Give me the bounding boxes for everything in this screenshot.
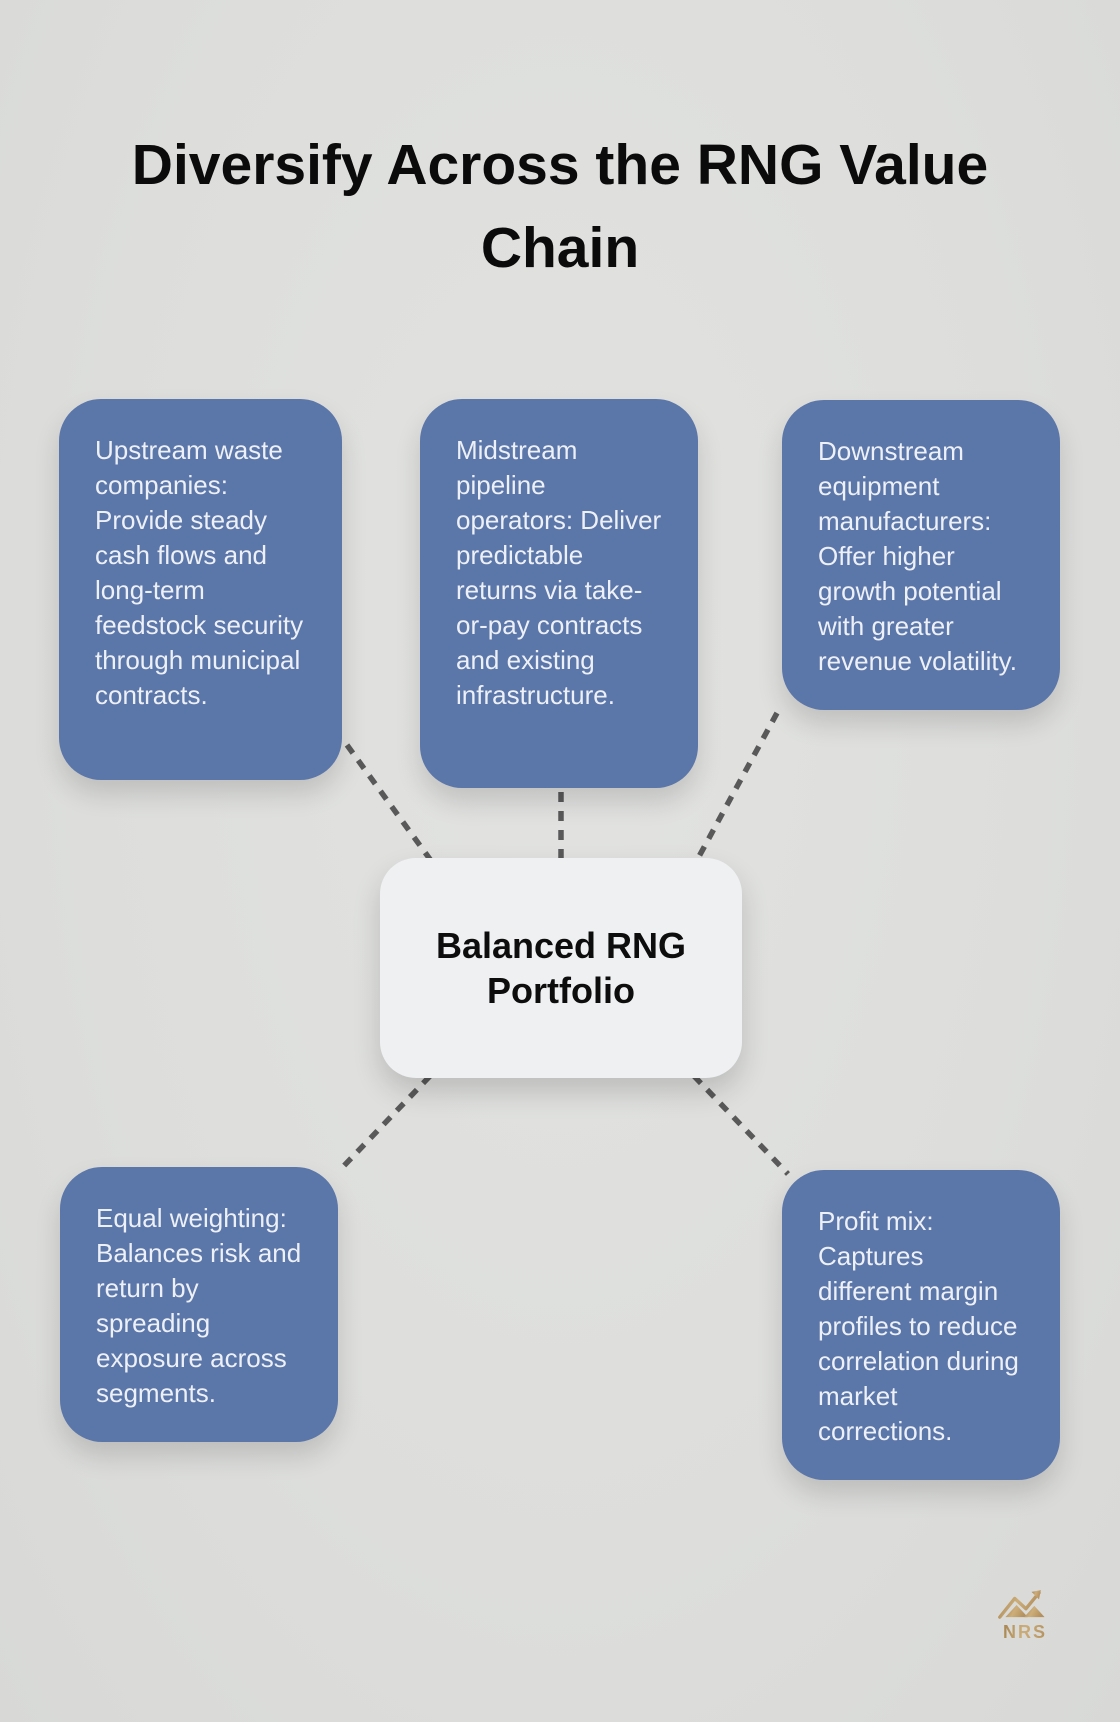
node-equal-weighting: Equal weighting: Balances risk and retur… xyxy=(60,1167,338,1442)
center-node-balanced-rng-portfolio: Balanced RNG Portfolio xyxy=(380,858,742,1078)
node-profit-mix-text: Profit mix: Captures different margin pr… xyxy=(818,1206,1019,1446)
connector-downstream-center xyxy=(693,711,780,864)
node-midstream-text: Midstream pipeline operators: Deliver pr… xyxy=(456,435,662,710)
node-downstream-text: Downstream equipment manufacturers: Offe… xyxy=(818,436,1017,676)
node-profit-mix: Profit mix: Captures different margin pr… xyxy=(782,1170,1060,1480)
node-upstream-waste-companies: Upstream waste companies: Provide steady… xyxy=(59,399,342,780)
node-upstream-text: Upstream waste companies: Provide steady… xyxy=(95,435,304,710)
connector-upstream-center xyxy=(344,743,435,864)
connector-center-profit xyxy=(692,1074,790,1176)
node-midstream-pipeline-operators: Midstream pipeline operators: Deliver pr… xyxy=(420,399,698,788)
center-node-label: Balanced RNG Portfolio xyxy=(435,925,687,1011)
mountain-arrow-icon xyxy=(997,1586,1053,1624)
connector-center-equal xyxy=(336,1074,432,1174)
nrs-logo: NRS xyxy=(990,1586,1060,1643)
page-title: Diversify Across the RNG Value Chain xyxy=(131,133,989,280)
node-downstream-equipment-manufacturers: Downstream equipment manufacturers: Offe… xyxy=(782,400,1060,710)
node-equal-weighting-text: Equal weighting: Balances risk and retur… xyxy=(96,1203,302,1408)
nrs-logo-text: NRS xyxy=(1002,1622,1047,1642)
